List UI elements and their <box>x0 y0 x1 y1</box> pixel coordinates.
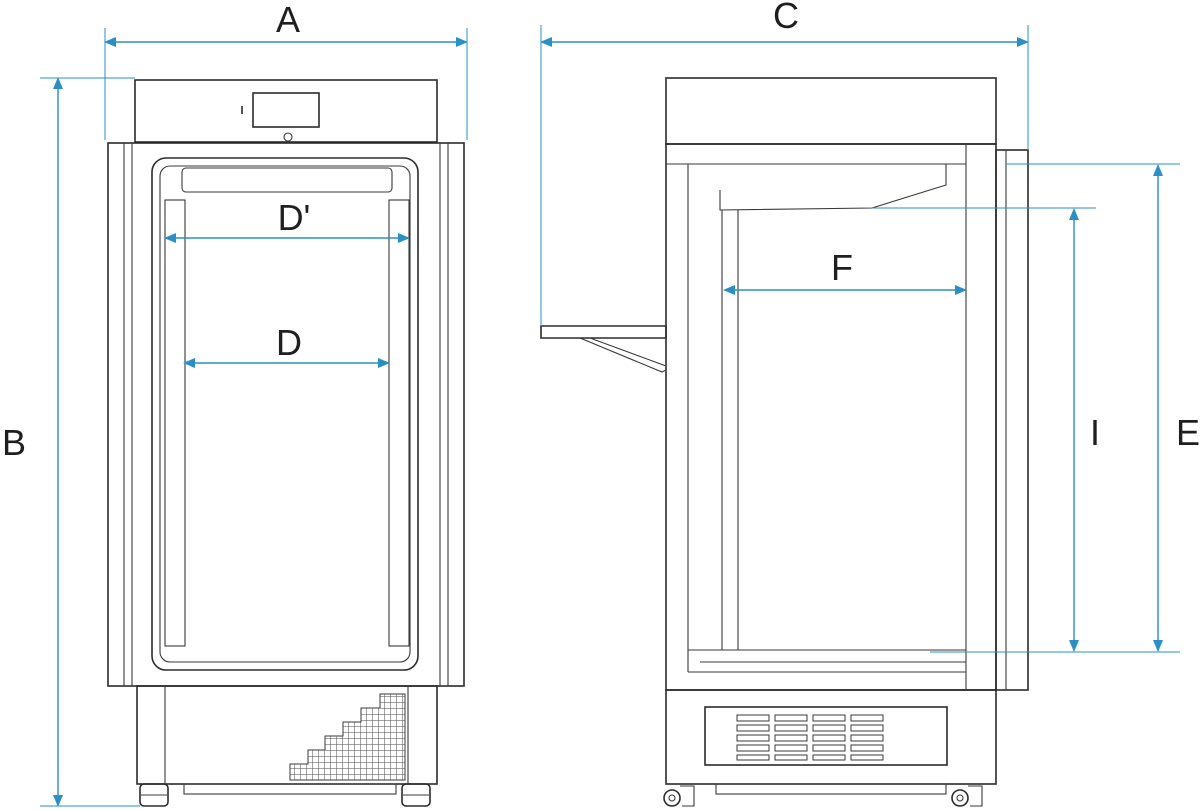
side-cabinet <box>665 143 997 691</box>
caster-left <box>663 785 695 807</box>
open-door-panel <box>540 325 667 339</box>
front-foot-right <box>401 783 431 807</box>
label-c: C <box>773 0 799 36</box>
display-screen <box>252 92 320 128</box>
dimension-lines <box>40 25 1180 807</box>
label-i: I <box>1090 412 1100 453</box>
front-top-panel <box>134 79 438 143</box>
side-top-panel <box>665 77 997 145</box>
side-vent-panel <box>704 706 948 766</box>
label-d: D <box>276 322 302 363</box>
side-door-edge <box>995 149 1029 691</box>
vent-grille <box>289 693 406 781</box>
label-e: E <box>1176 412 1200 453</box>
side-vent-slats <box>736 714 884 761</box>
side-view <box>540 77 1029 807</box>
caster-right <box>951 785 983 807</box>
label-a: A <box>276 0 300 40</box>
label-d-prime: D' <box>278 197 311 238</box>
label-f: F <box>831 247 853 288</box>
power-button-icon <box>283 132 293 142</box>
label-b: B <box>2 422 26 463</box>
glass-door <box>151 157 419 671</box>
front-foot-left <box>139 783 169 807</box>
dimension-labels: A B C D' D F I E <box>2 0 1200 463</box>
front-view <box>107 79 465 807</box>
